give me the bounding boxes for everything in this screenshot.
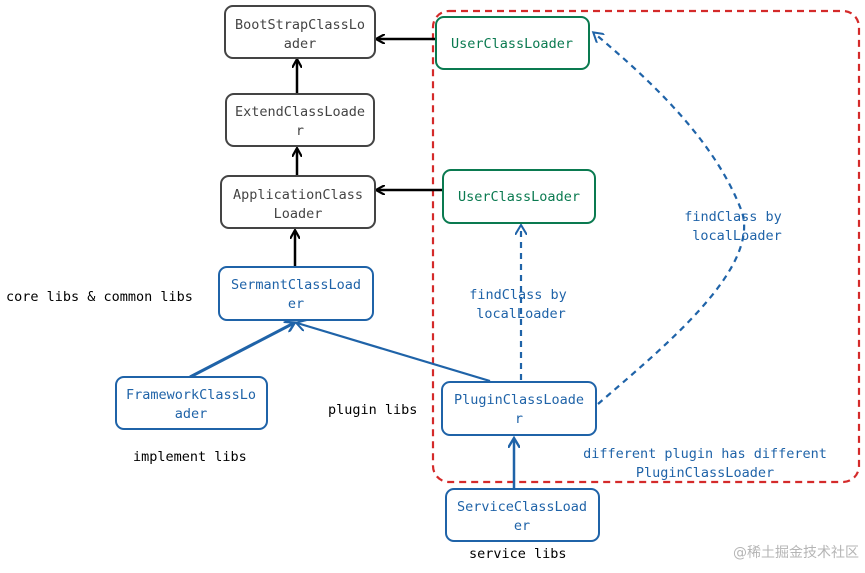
watermark: @稀土掘金技术社区 [733,545,859,561]
find-class-right-line2: localLoader [692,228,781,244]
find-class-mid-line1: findClass by [469,287,567,303]
application-classloader-node: ApplicationClass Loader [220,175,376,229]
find-class-mid-line2: localLoader [476,306,565,322]
application-line1: ApplicationClass [233,187,363,203]
sermant-classloader-node: SermantClassLoad er [218,266,374,321]
framework-line1: FrameworkClassLo [126,387,256,403]
service-classloader-node: ServiceClassLoad er [445,488,600,542]
plugin-libs-label: plugin libs [328,402,417,418]
service-libs-label: service libs [469,546,567,562]
bootstrap-line1: BootStrapClassLo [235,17,365,33]
implement-libs-label: implement libs [133,449,247,465]
arrow-plugin-to-sermant [297,323,491,383]
plugin-region-border [431,9,861,484]
different-plugin-line1: different plugin has different [583,446,827,462]
different-plugin-line2: PluginClassLoader [636,465,774,481]
framework-classloader-node: FrameworkClassLo ader [115,376,268,430]
sermant-line2: er [288,296,304,312]
arrow-plugin-to-user-top-dashed [594,33,746,405]
user-classloader-top-node: UserClassLoader [435,16,590,70]
plugin-line1: PluginClassLoade [454,392,584,408]
extend-classloader-node: ExtendClassLoade r [225,93,375,147]
plugin-classloader-node: PluginClassLoade r [441,381,597,436]
service-line2: er [514,518,530,534]
plugin-line2: r [515,411,523,427]
service-line1: ServiceClassLoad [457,499,587,515]
arrow-framework-to-sermant [189,323,294,379]
extend-line1: ExtendClassLoade [235,104,365,120]
find-class-right-line1: findClass by [684,209,782,225]
framework-line2: ader [175,406,208,422]
sermant-line1: SermantClassLoad [231,277,361,293]
user-top-label: UserClassLoader [451,36,573,52]
core-libs-label: core libs & common libs [6,289,193,305]
application-line2: Loader [274,206,323,222]
bootstrap-line2: ader [284,36,317,52]
user-mid-label: UserClassLoader [458,189,580,205]
extend-line2: r [296,123,304,139]
bootstrap-classloader-node: BootStrapClassLo ader [224,5,376,59]
user-classloader-mid-node: UserClassLoader [442,169,596,224]
